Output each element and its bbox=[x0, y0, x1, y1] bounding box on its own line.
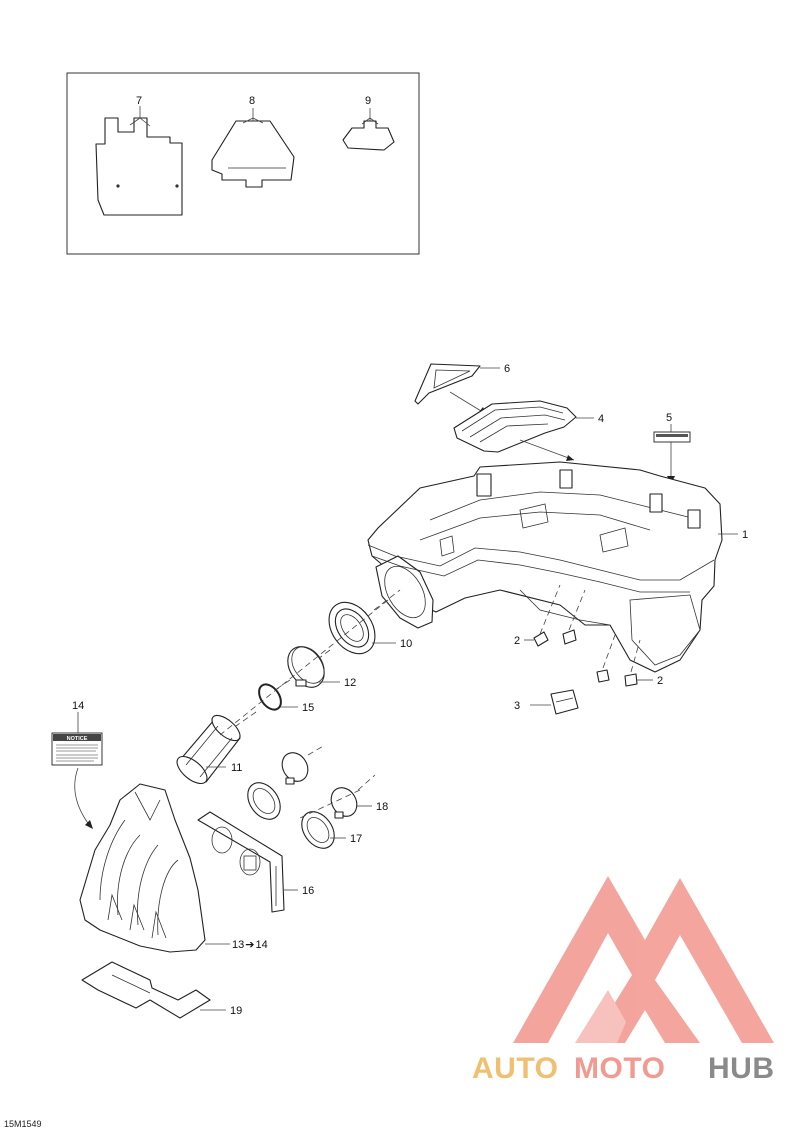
part-1-air-intake-silencer bbox=[367, 461, 738, 673]
part-2-clips bbox=[524, 584, 653, 687]
part-16-bracket bbox=[197, 811, 298, 913]
part-4-air-filter bbox=[453, 400, 594, 461]
callout-3: 3 bbox=[514, 700, 520, 712]
part-10-adapter bbox=[309, 589, 401, 666]
callout-19: 19 bbox=[230, 1005, 242, 1017]
watermark-text: AUTO MOTO HUB bbox=[472, 1052, 775, 1085]
part-3-clamp bbox=[530, 689, 579, 715]
notice-heading: NOTICE bbox=[67, 736, 88, 742]
part-19-foam-sheet bbox=[81, 961, 226, 1019]
watermark-hub: HUB bbox=[708, 1052, 775, 1085]
part-11-intake-tube bbox=[176, 714, 241, 785]
callout-13-ref: 14 bbox=[255, 939, 267, 951]
callout-9: 9 bbox=[365, 95, 371, 107]
callout-1: 1 bbox=[742, 529, 748, 541]
callout-5: 5 bbox=[666, 412, 672, 424]
part-9-foam-pad bbox=[342, 108, 395, 151]
part-7-foam-pad bbox=[95, 106, 183, 216]
diagram-code: 15M1549 bbox=[4, 1119, 42, 1129]
part-12-clamp bbox=[274, 646, 340, 691]
assembly-axis-secondary bbox=[299, 789, 361, 819]
callout-6: 6 bbox=[504, 363, 510, 375]
callout-2a: 2 bbox=[514, 635, 520, 647]
callout-12: 12 bbox=[344, 677, 356, 689]
part-14-notice-label: NOTICE bbox=[51, 712, 103, 829]
watermark-moto: MOTO bbox=[574, 1052, 665, 1085]
part-18-clamp bbox=[281, 744, 376, 819]
part-8-foam-pad bbox=[211, 108, 295, 188]
part-5-label bbox=[653, 424, 691, 484]
callout-10: 10 bbox=[400, 638, 412, 650]
watermark-logo bbox=[513, 876, 774, 1043]
callout-2b: 2 bbox=[657, 675, 663, 687]
callout-15: 15 bbox=[302, 702, 314, 714]
callout-4: 4 bbox=[598, 413, 604, 425]
callout-13-arrow: ➔ bbox=[245, 939, 254, 951]
watermark-auto: AUTO bbox=[472, 1052, 558, 1085]
part-13-foam-block bbox=[79, 783, 230, 953]
callout-11: 11 bbox=[231, 762, 242, 774]
inset-box bbox=[66, 72, 420, 255]
callout-16: 16 bbox=[302, 885, 314, 897]
part-17-seal bbox=[247, 782, 346, 849]
callout-7: 7 bbox=[136, 95, 142, 107]
assembly-axis-main bbox=[219, 599, 389, 736]
callout-17: 17 bbox=[350, 833, 362, 845]
part-15-o-ring bbox=[235, 683, 298, 727]
callout-14: 14 bbox=[72, 700, 84, 712]
callout-18: 18 bbox=[376, 801, 388, 813]
callout-8: 8 bbox=[249, 95, 255, 107]
callout-13: 13➔14 bbox=[232, 939, 268, 951]
